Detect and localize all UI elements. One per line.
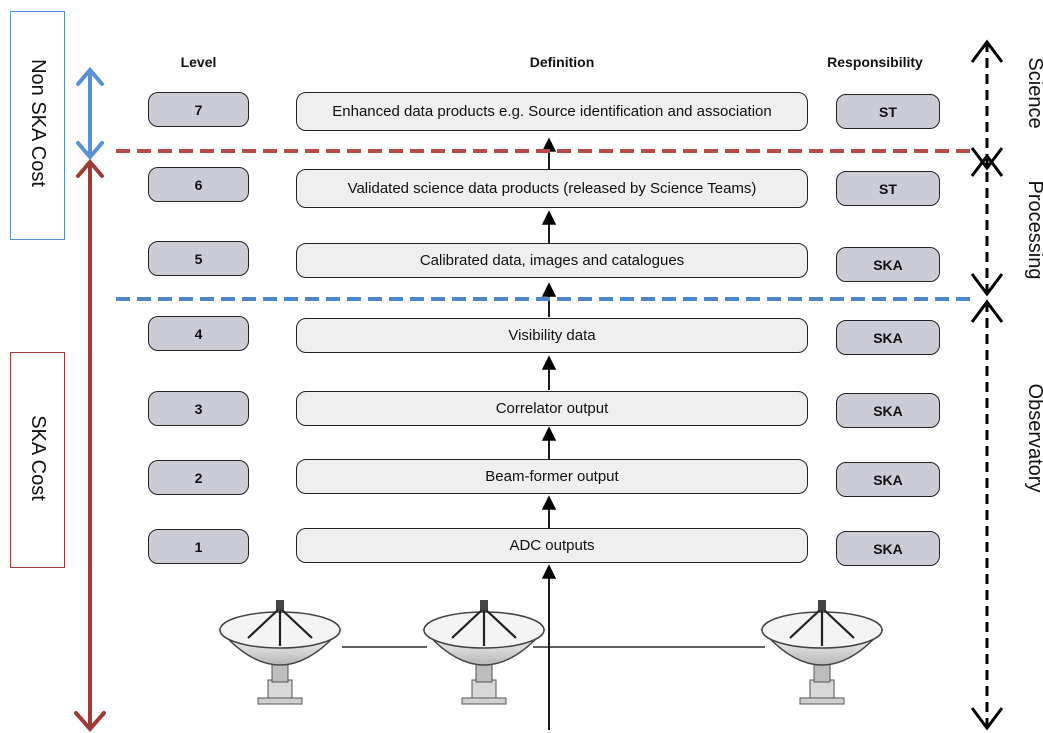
level-4-definition: Visibility data [296,318,808,353]
level-1-responsibility: SKA [836,531,940,566]
radio-dish-icon [218,600,342,705]
non-ska-range-arrow [76,66,104,161]
level-header: Level [180,54,217,70]
science-range-arrow [970,39,1004,171]
level-4-responsibility: SKA [836,320,940,355]
definition-header: Definition [529,54,595,70]
ska-range-arrow [74,158,106,733]
level-7-definition: Enhanced data products e.g. Source ident… [296,92,808,131]
responsibility-header: Responsibility [827,54,923,70]
radio-dish-icon [760,600,884,705]
level-1-box: 1 [148,529,249,564]
radio-dish-icon [422,600,546,705]
level-3-responsibility: SKA [836,393,940,428]
level-5-responsibility: SKA [836,247,940,282]
level-2-box: 2 [148,460,249,495]
level-6-responsibility: ST [836,171,940,206]
level-6-box: 6 [148,167,249,202]
level-1-definition: ADC outputs [296,528,808,563]
level-5-box: 5 [148,241,249,276]
level-3-box: 3 [148,391,249,426]
level-2-responsibility: SKA [836,462,940,497]
non-ska-cost-box [10,11,65,240]
level-2-definition: Beam-former output [296,459,808,494]
level-6-definition: Validated science data products (release… [296,169,808,208]
level-5-definition: Calibrated data, images and catalogues [296,243,808,278]
level-7-responsibility: ST [836,94,940,129]
observatory-range-arrow [970,299,1004,731]
ska-cost-box [10,352,65,568]
level-4-box: 4 [148,316,249,351]
processing-range-arrow [970,153,1004,297]
level-3-definition: Correlator output [296,391,808,426]
level-7-box: 7 [148,92,249,127]
